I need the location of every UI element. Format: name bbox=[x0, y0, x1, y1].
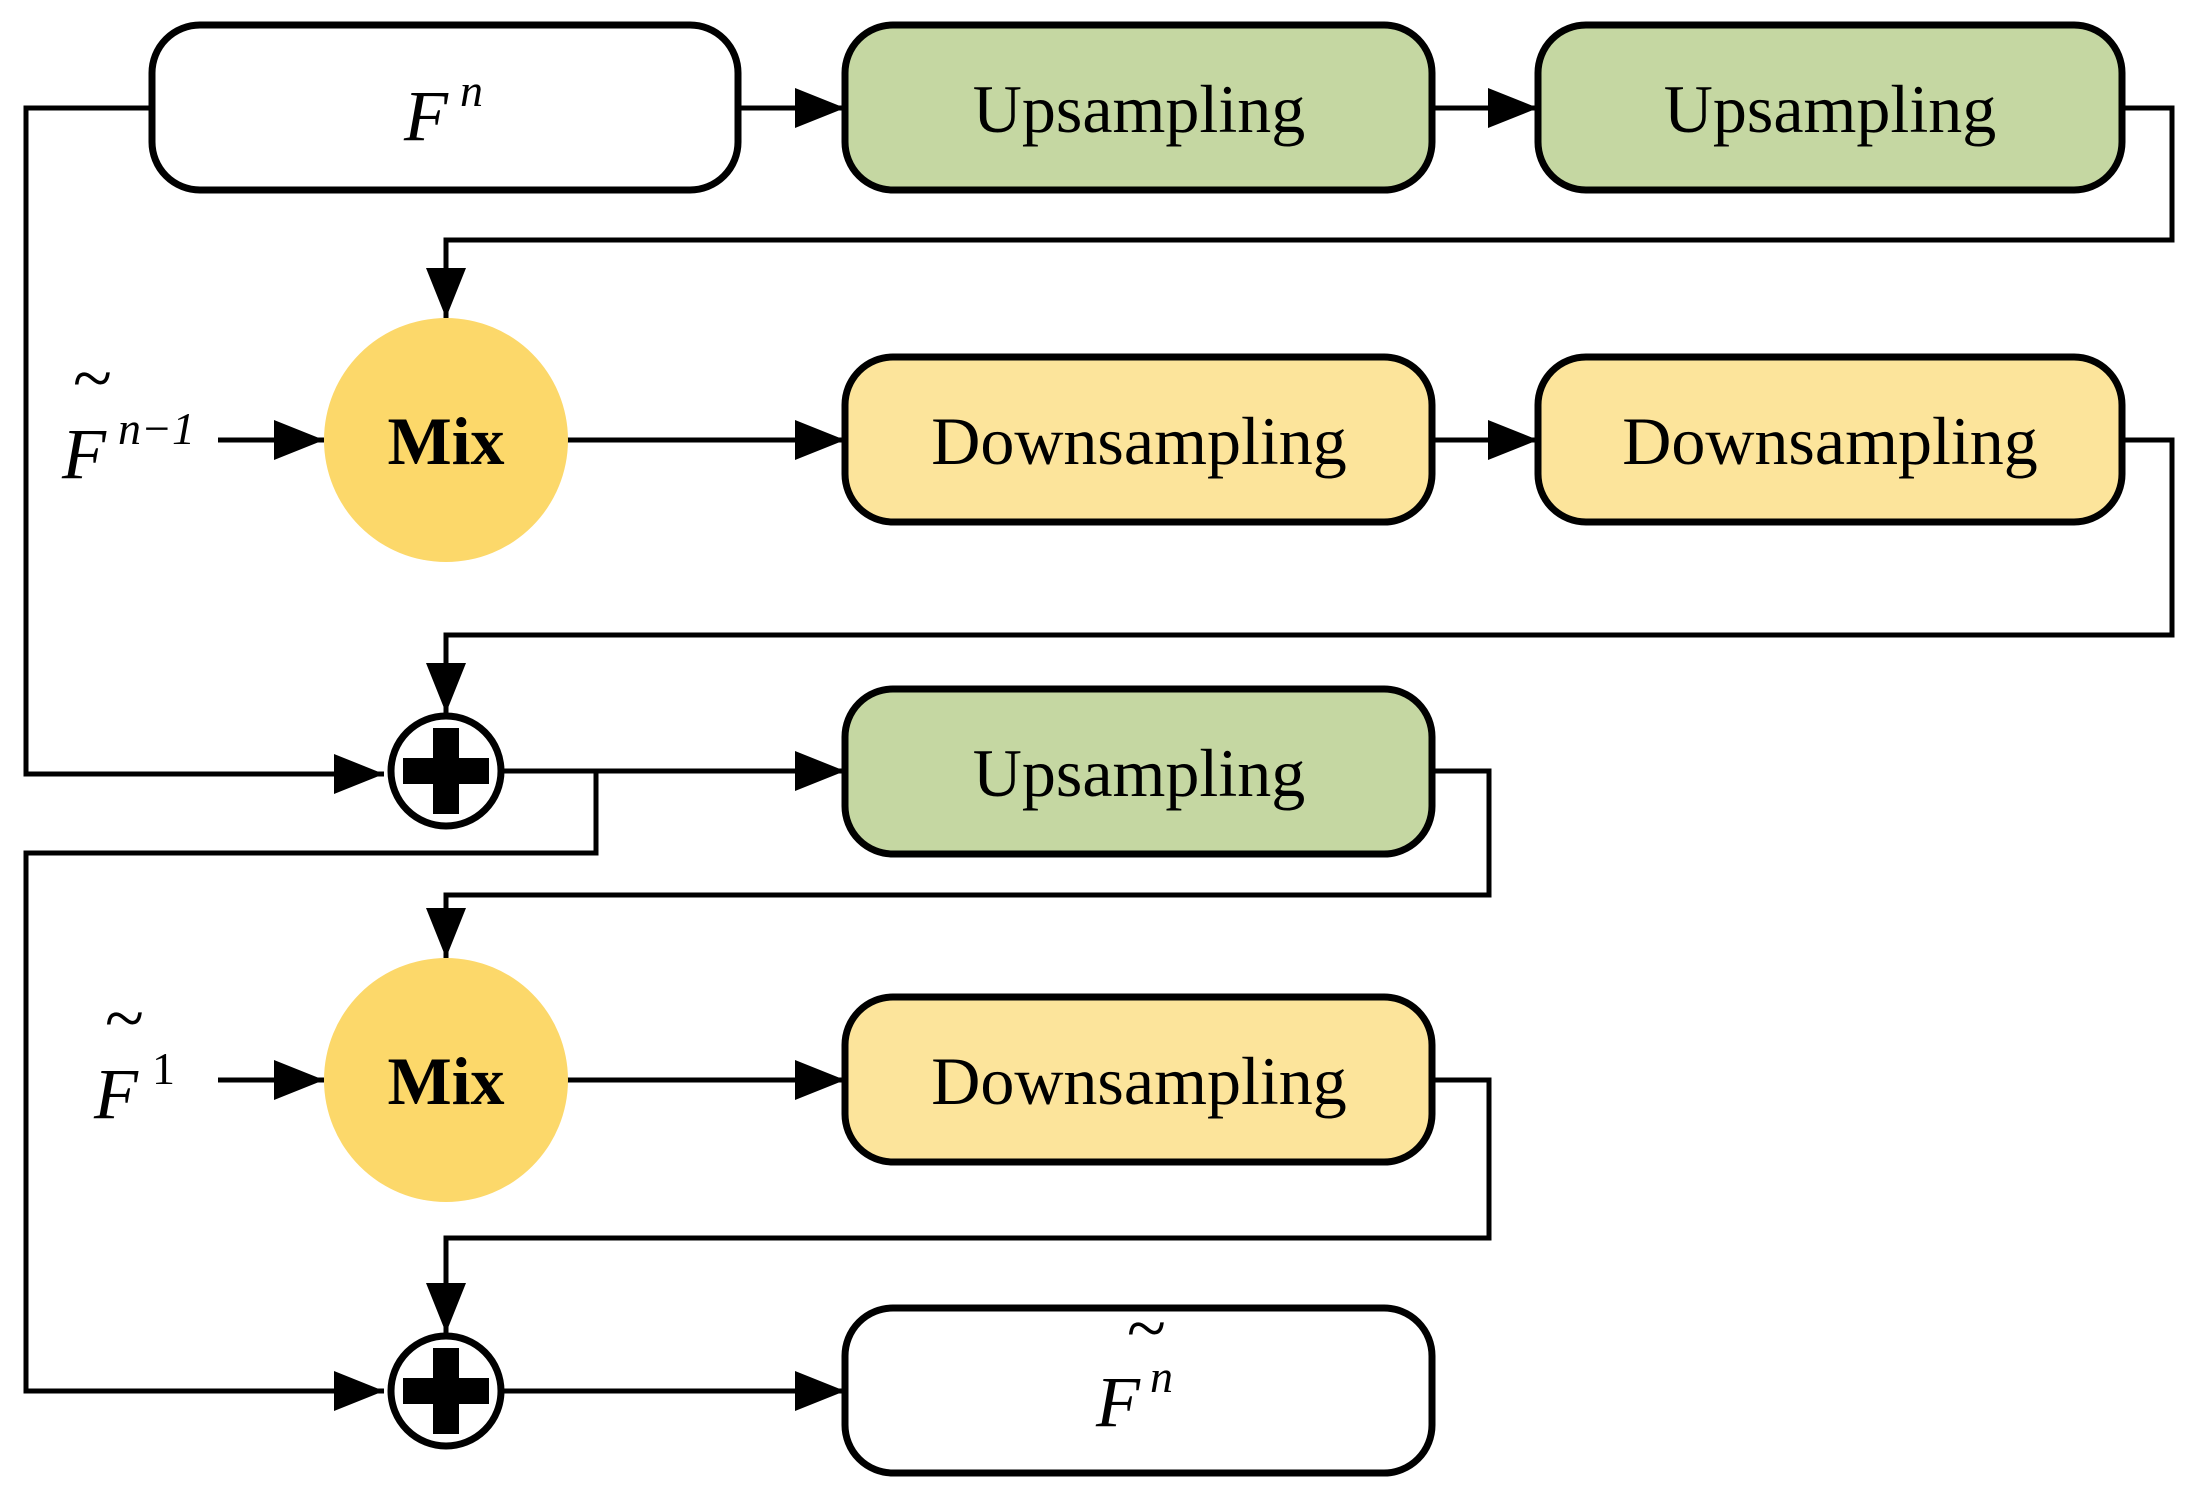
arrow-up3-to-mix2 bbox=[426, 768, 1492, 958]
connectors bbox=[23, 88, 2175, 1411]
downsampling-box-3 bbox=[841, 993, 1436, 1166]
block-upsampling-1: Upsampling bbox=[841, 21, 1436, 194]
block-downsampling-1: Downsampling bbox=[841, 353, 1436, 526]
mix-circle-2 bbox=[324, 958, 568, 1202]
mix-circle-1 bbox=[324, 318, 568, 562]
input-box bbox=[148, 21, 742, 194]
output-label-base: F bbox=[1095, 1362, 1141, 1442]
downsampling-label-2: Downsampling bbox=[1622, 403, 2038, 479]
prev-label-sup: n−1 bbox=[118, 403, 195, 454]
mix-label-2: Mix bbox=[387, 1043, 504, 1119]
first-label-base: F bbox=[93, 1054, 139, 1134]
block-downsampling-2: Downsampling bbox=[1534, 353, 2126, 526]
add-node-1 bbox=[387, 712, 505, 830]
side-input-prev: F ~ n−1 bbox=[61, 338, 195, 494]
block-output: F ~ n bbox=[841, 1288, 1436, 1477]
output-box bbox=[841, 1304, 1436, 1477]
upsampling-label-2: Upsampling bbox=[1664, 71, 1996, 147]
upsampling-label-1: Upsampling bbox=[973, 71, 1305, 147]
block-upsampling-2: Upsampling bbox=[1534, 21, 2126, 194]
input-label-base: F bbox=[403, 76, 449, 156]
plus-vertical-bar bbox=[433, 728, 459, 814]
prev-label-base: F bbox=[61, 414, 107, 494]
plus-vertical-bar bbox=[433, 1348, 459, 1434]
upsampling-box-3 bbox=[841, 685, 1436, 858]
downsampling-box-2 bbox=[1534, 353, 2126, 526]
add-node-2 bbox=[387, 1332, 505, 1450]
side-input-first: F ~ 1 bbox=[93, 978, 175, 1134]
block-downsampling-3: Downsampling bbox=[841, 993, 1436, 1166]
arrow-up2-to-mix1 bbox=[426, 105, 2175, 318]
upsampling-box-1 bbox=[841, 21, 1436, 194]
downsampling-label-3: Downsampling bbox=[931, 1043, 1347, 1119]
prev-label-tilde: ~ bbox=[72, 338, 111, 418]
arrow-skip-add1-to-add2 bbox=[23, 771, 599, 1411]
mix-label-1: Mix bbox=[387, 403, 504, 479]
downsampling-box-1 bbox=[841, 353, 1436, 526]
arrow-skip-input-to-add1 bbox=[23, 105, 384, 794]
upsampling-box-2 bbox=[1534, 21, 2126, 194]
block-upsampling-3: Upsampling bbox=[841, 685, 1436, 858]
block-input: F n bbox=[148, 21, 742, 194]
block-mix-2: Mix bbox=[324, 958, 568, 1202]
first-label-sup: 1 bbox=[152, 1043, 175, 1094]
downsampling-label-1: Downsampling bbox=[931, 403, 1347, 479]
input-label-sup: n bbox=[460, 65, 483, 116]
output-label-tilde: ~ bbox=[1126, 1288, 1165, 1368]
first-label-tilde: ~ bbox=[104, 978, 143, 1058]
output-label-sup: n bbox=[1150, 1351, 1173, 1402]
arrow-down2-to-add1 bbox=[426, 437, 2175, 713]
upsampling-label-3: Upsampling bbox=[973, 735, 1305, 811]
block-mix-1: Mix bbox=[324, 318, 568, 562]
arrow-down3-to-add2 bbox=[426, 1077, 1492, 1333]
